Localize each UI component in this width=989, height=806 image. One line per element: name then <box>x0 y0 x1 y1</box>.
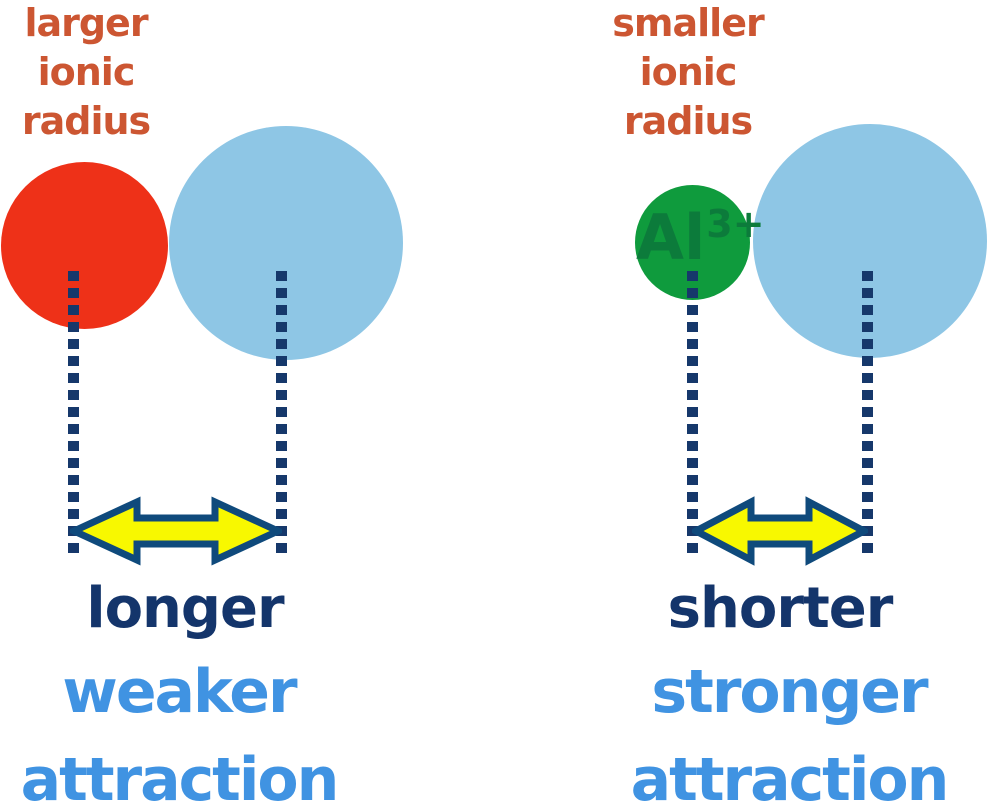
left-attraction-label: weaker attraction <box>20 657 340 806</box>
double-arrow-icon-right <box>692 496 868 566</box>
center-dotted-line-left-anion <box>276 271 287 553</box>
center-dotted-line-left-cation <box>68 271 79 553</box>
center-dotted-line-right-cation <box>687 271 698 553</box>
right-attraction-label: stronger attraction <box>630 657 950 806</box>
ion-symbol: Al3+ <box>636 202 765 277</box>
ion-symbol-text: Al <box>636 201 706 274</box>
right-radius-label: smaller ionic radius <box>612 1 764 143</box>
left-radius-label: larger ionic radius <box>21 1 151 143</box>
center-dotted-line-right-anion <box>862 271 873 553</box>
left-distance-label: longer <box>86 576 284 641</box>
large-cation-circle <box>1 162 168 329</box>
right-distance-label: shorter <box>667 576 894 641</box>
double-arrow-icon-left <box>70 496 282 566</box>
ion-charge-superscript: 3+ <box>706 202 765 246</box>
